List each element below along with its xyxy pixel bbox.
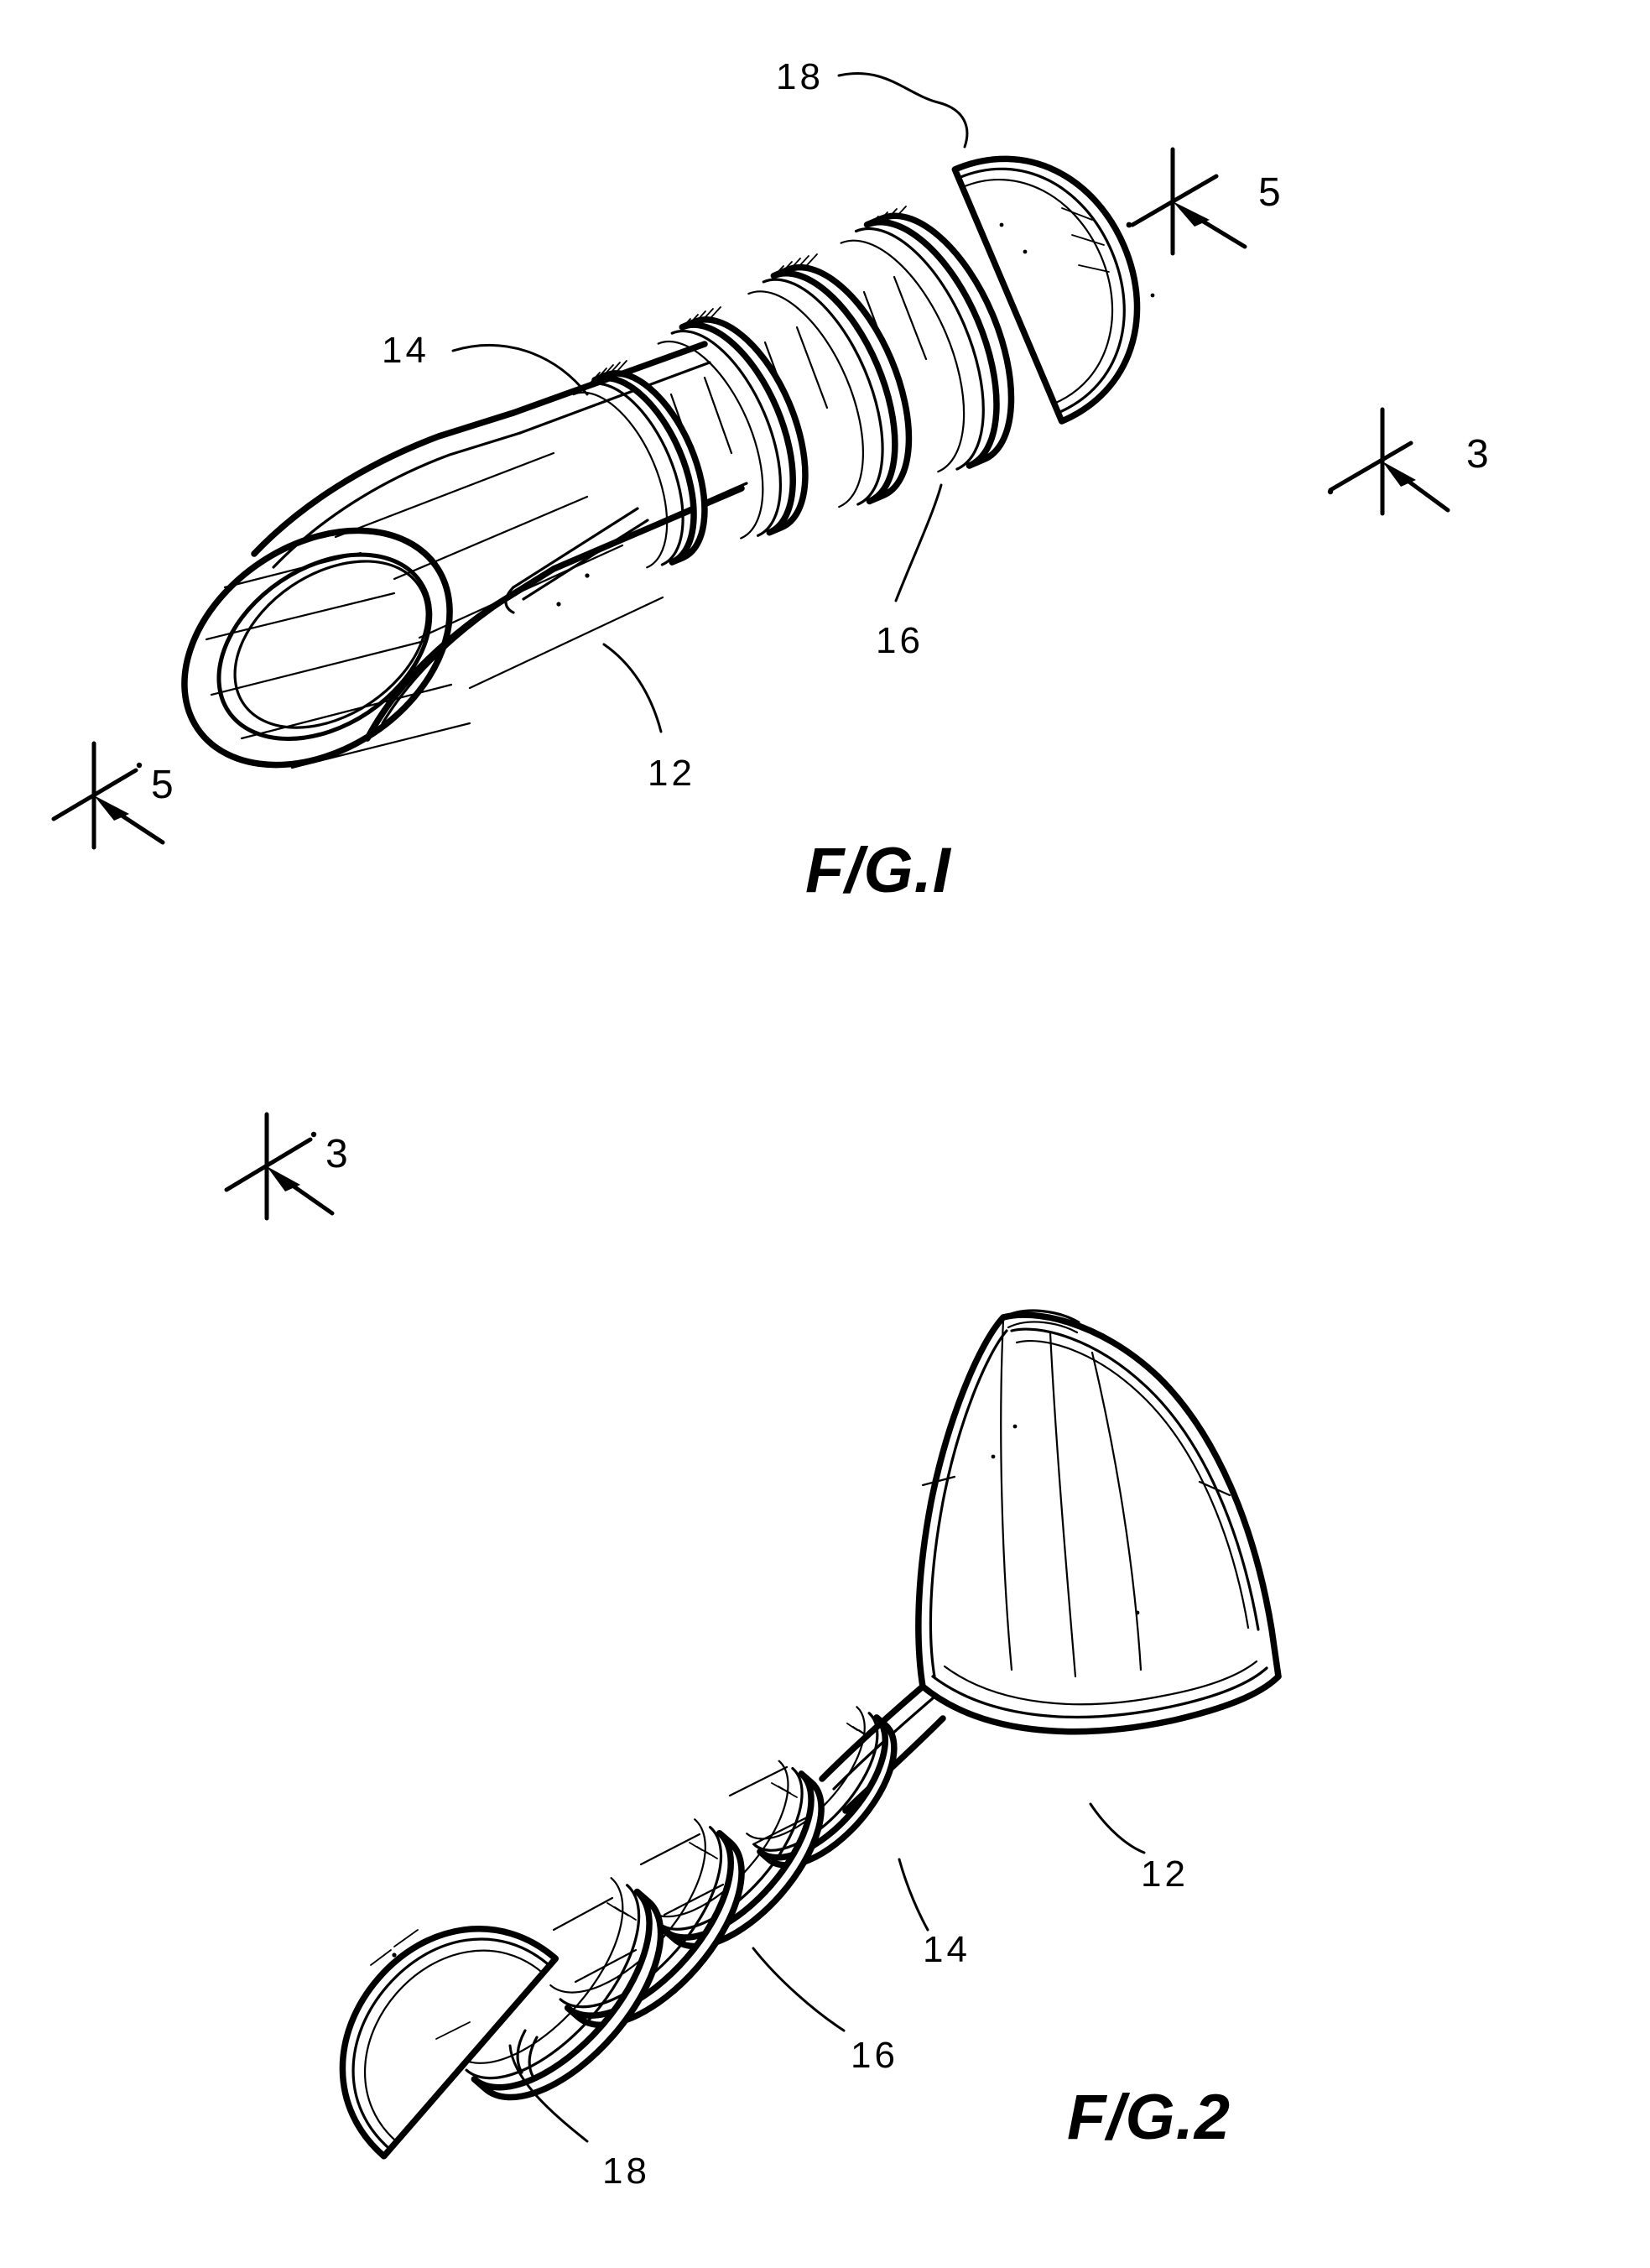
section-marker-3-fig2 <box>224 1112 335 1221</box>
fig2-inter-rib-lines <box>552 1765 812 1984</box>
fig1-section-label-5-upper: 5 <box>1258 170 1281 215</box>
section-marker-3-right <box>1327 407 1450 516</box>
rib-4-knurl <box>867 206 907 229</box>
section-marker-5-upper <box>1126 147 1247 256</box>
fig1-ref-numeral-14: 14 <box>382 330 429 371</box>
fig2-rib-b <box>648 1760 825 1950</box>
bore-interior-lines <box>205 551 471 769</box>
rib-2 <box>657 316 809 540</box>
fig2-rib-d <box>455 1877 664 2101</box>
inter-rib-lines <box>669 275 928 467</box>
fig2-ref-numeral-12: 12 <box>1141 1854 1189 1895</box>
fig2-leaders <box>508 1802 1146 2143</box>
fig1-section-label-3-right: 3 <box>1466 432 1489 477</box>
rib-1-knurl <box>591 360 627 383</box>
fig1-section-label-5-lower: 5 <box>151 763 174 807</box>
domed-tip <box>951 155 1141 425</box>
fig2-caption: F/G.2 <box>1067 2082 1231 2153</box>
rib-3-knurl <box>773 253 818 278</box>
rib-3 <box>747 263 913 508</box>
fig2-section-label-3: 3 <box>325 1132 348 1176</box>
rib-2-knurl <box>680 306 721 330</box>
fig1-ref-numeral-16: 16 <box>876 620 924 661</box>
fig1-ref-numeral-12: 12 <box>648 753 695 794</box>
fig1-object <box>181 155 1155 769</box>
fig1-leaders <box>451 72 969 733</box>
funnel-surface-lines <box>921 1319 1231 1678</box>
fig1-ref-numeral-18: 18 <box>776 56 824 97</box>
section-marker-5-lower <box>51 741 165 850</box>
rib-1 <box>572 370 708 569</box>
fig2-domed-tip <box>339 1926 560 2160</box>
fig2-ref-numeral-16: 16 <box>851 2035 898 2076</box>
rib-4 <box>840 212 1015 473</box>
body-surface-lines <box>334 451 664 690</box>
fig1-caption: F/G.I <box>805 835 951 906</box>
fig2-object <box>339 1309 1282 2160</box>
fig2-ref-numeral-18: 18 <box>602 2151 650 2192</box>
fig2-rib-a <box>746 1706 898 1869</box>
fig2-ref-numeral-14: 14 <box>923 1929 971 1970</box>
